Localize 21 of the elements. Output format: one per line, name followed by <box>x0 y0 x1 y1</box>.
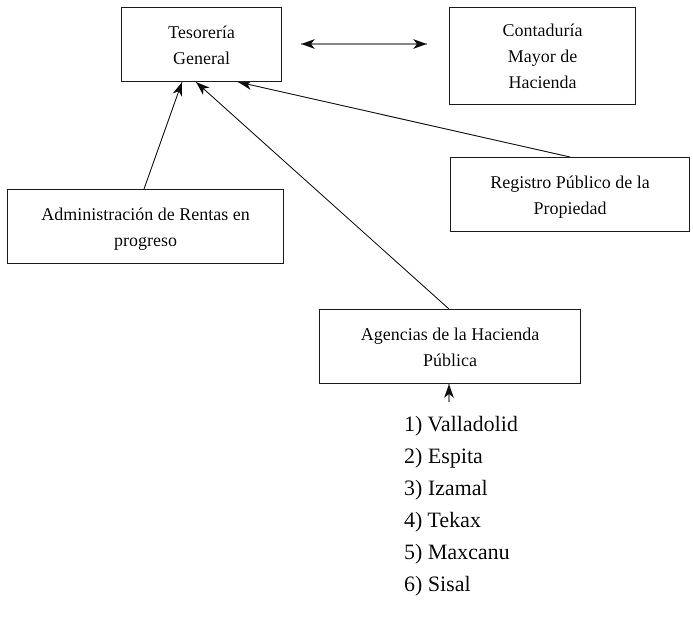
process-box <box>121 7 282 82</box>
process-box <box>7 189 284 264</box>
arrow <box>196 82 450 310</box>
process-box <box>449 7 636 105</box>
box-label: Agencias de la Hacienda Pública <box>360 322 540 372</box>
box-label: Administración de Rentas en progreso <box>40 202 250 252</box>
process-box <box>319 309 581 384</box>
arrow <box>300 39 428 49</box>
box-label: Contaduría Mayor de Hacienda <box>502 19 584 94</box>
box-label: Tesorería General <box>167 20 236 70</box>
list-item: 4) Tekax <box>404 506 481 534</box>
arrow <box>444 384 454 402</box>
list-item: 5) Maxcanu <box>404 538 510 566</box>
list-item: 6) Sisal <box>404 570 471 598</box>
arrow <box>238 80 570 158</box>
arrow <box>144 82 182 190</box>
list-item: 2) Espita <box>404 442 483 470</box>
process-box <box>450 157 690 232</box>
list-item: 1) Valladolid <box>404 410 518 438</box>
list-item: 3) Izamal <box>404 474 488 502</box>
box-label: Registro Público de la Propiedad <box>490 170 650 220</box>
